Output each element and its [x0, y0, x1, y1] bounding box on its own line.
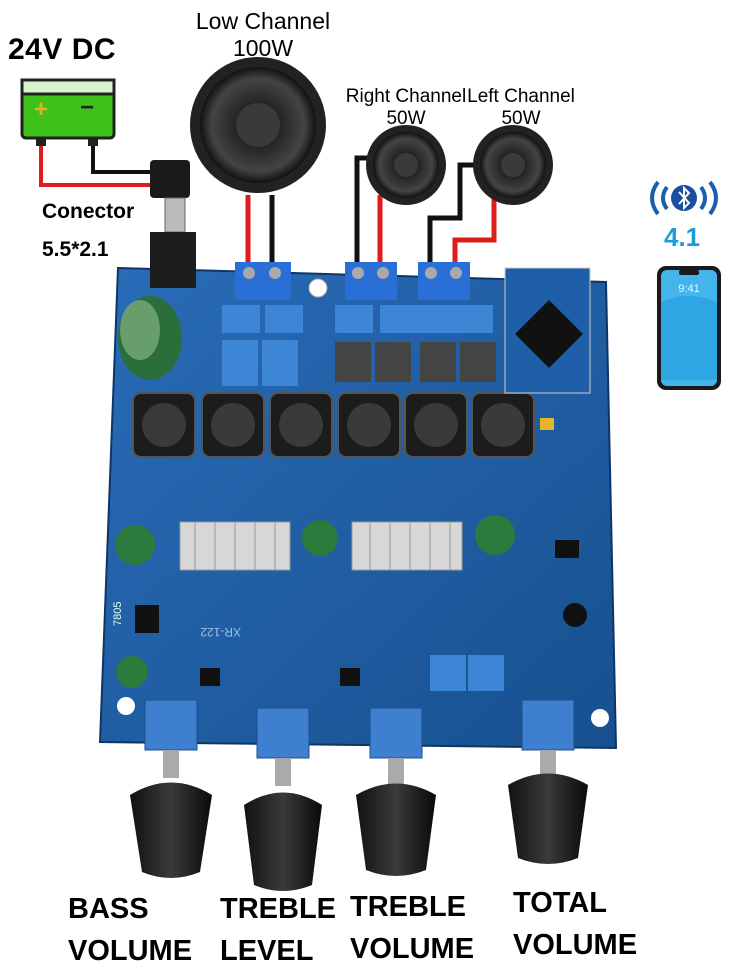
knob-label-line1: TREBLE	[220, 893, 336, 925]
knob-treble-level[interactable]	[244, 758, 322, 891]
right-channel-power: 50W	[386, 108, 426, 129]
smartphone-icon: 9:41	[657, 266, 721, 390]
phone-time: 9:41	[678, 283, 699, 295]
knob-label-line1: TOTAL	[513, 887, 607, 919]
amplifier-board: XR-122 7805	[98, 232, 618, 759]
knob-label-line2: VOLUME	[513, 929, 638, 961]
low-channel-label: Low Channel 100W	[178, 8, 348, 62]
battery-icon	[20, 78, 116, 146]
left-channel-label: Left Channel 50W	[462, 86, 580, 130]
left-channel-name: Left Channel	[467, 86, 575, 107]
right-channel-name: Right Channel	[345, 86, 467, 107]
right-channel-speaker-icon	[366, 125, 446, 205]
power-label: 24V DC	[8, 33, 117, 66]
knob-label-line2: VOLUME	[68, 935, 193, 967]
battery-minus-symbol: −	[80, 94, 95, 121]
knob-label-treble-volume: TREBLE VOLUME	[350, 886, 474, 970]
knob-label-line2: LEVEL	[220, 935, 314, 967]
power-wire-red	[39, 146, 155, 187]
bluetooth-version: 4.1	[664, 222, 701, 252]
speaker-wires	[245, 155, 497, 268]
low-channel-power: 100W	[232, 35, 294, 61]
right-channel-label: Right Channel 50W	[342, 86, 470, 130]
bluetooth-icon	[650, 180, 718, 216]
knob-label-line2: VOLUME	[350, 933, 475, 965]
board-model-text: XR-122	[200, 625, 241, 639]
battery-plus-symbol: +	[34, 96, 49, 123]
knob-label-treble-level: TREBLE LEVEL	[220, 888, 336, 972]
knob-treble-volume[interactable]	[356, 758, 436, 876]
left-channel-power: 50W	[501, 108, 541, 129]
knob-label-total-volume: TOTAL VOLUME	[513, 882, 637, 966]
knob-bass-volume[interactable]	[130, 750, 212, 878]
dc-connector-icon	[150, 160, 190, 233]
knob-label-bass-volume: BASS VOLUME	[68, 888, 192, 972]
low-channel-name: Low Channel	[195, 8, 331, 34]
left-channel-speaker-icon	[473, 125, 553, 205]
knob-total-volume[interactable]	[508, 750, 588, 864]
regulator-label: 7805	[112, 602, 124, 626]
low-channel-speaker-icon	[190, 57, 326, 193]
knob-label-line1: BASS	[68, 893, 149, 925]
speaker-terminals	[235, 262, 470, 300]
connector-size: 5.5*2.1	[42, 238, 109, 261]
knob-label-line1: TREBLE	[350, 891, 466, 923]
connector-label: Conector	[42, 200, 135, 223]
power-wire-black	[91, 146, 155, 174]
